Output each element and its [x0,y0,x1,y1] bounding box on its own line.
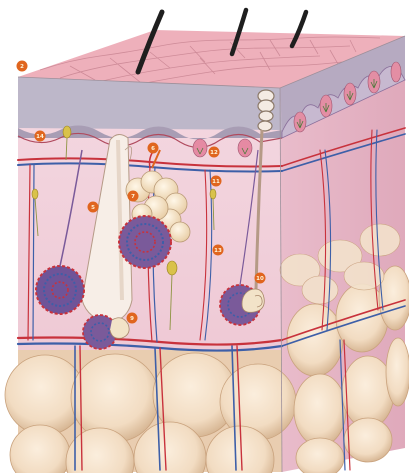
marker-11: 11 [211,176,222,187]
marker-13-label: 13 [214,248,222,254]
marker-2: 2 [17,61,28,72]
marker-9: 9 [127,313,138,324]
marker-6-label: 6 [151,146,155,152]
marker-12-label: 12 [210,150,218,156]
marker-7-label: 7 [131,194,135,200]
marker-10: 10 [255,273,266,284]
marker-10-label: 10 [256,276,264,282]
marker-7: 7 [128,191,139,202]
marker-6: 6 [148,143,159,154]
marker-14-label: 14 [36,134,44,140]
marker-13: 13 [213,245,224,256]
marker-12: 12 [209,147,220,158]
marker-5-label: 5 [91,205,95,211]
marker-11-label: 11 [212,179,220,185]
marker-2-label: 2 [20,64,24,70]
epidermis-layer [18,77,282,148]
marker-5: 5 [88,202,99,213]
marker-9-label: 9 [130,316,134,322]
marker-14: 14 [35,131,46,142]
